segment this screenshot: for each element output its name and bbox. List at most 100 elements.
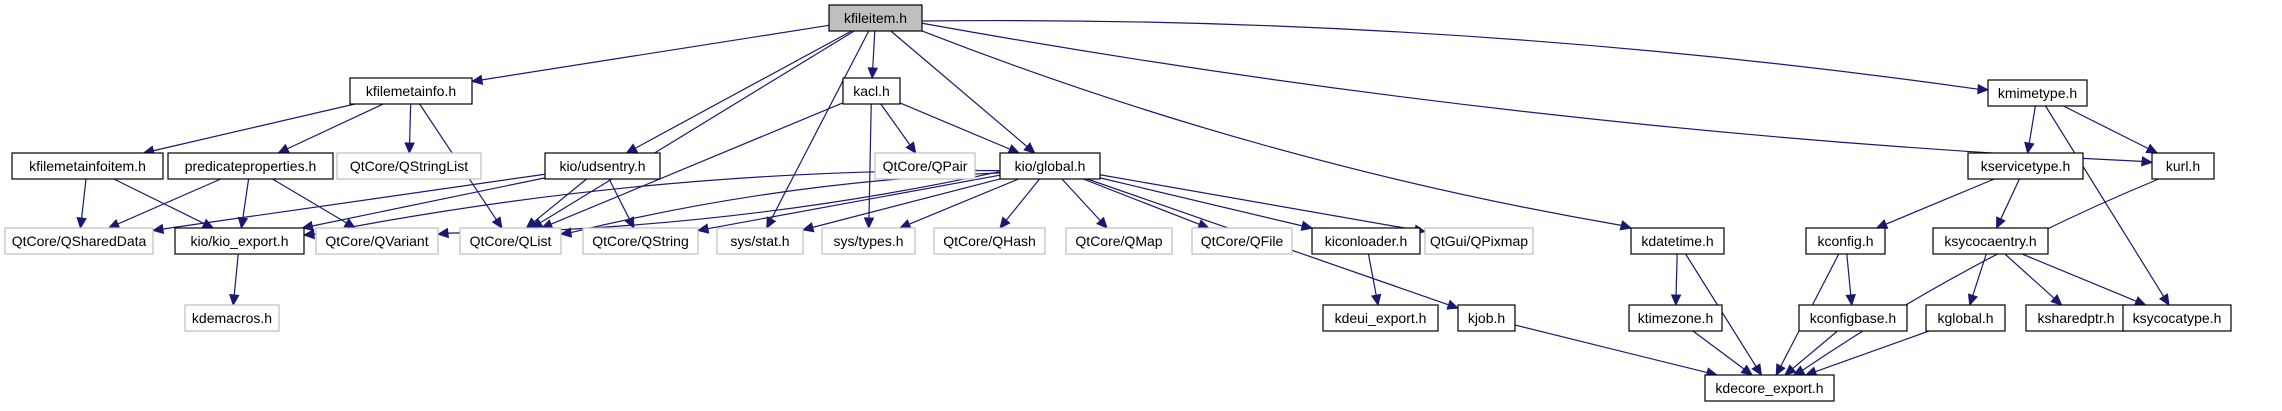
node-ktimezone[interactable]: ktimezone.h	[1628, 304, 1723, 332]
arrowhead-kmimetype-to-ksycocatype	[2158, 293, 2170, 307]
node-box-kacl	[842, 77, 901, 105]
arrowhead-kfileitem-to-kdatetime	[1619, 220, 1633, 231]
arrowhead-kfilemetainfo-to-qstringlist	[404, 142, 415, 155]
edge-kfilemetainfo-to-qstringlist	[409, 103, 412, 144]
node-kconfigbase[interactable]: kconfigbase.h	[1798, 304, 1908, 332]
node-udsentry[interactable]: kio/udsentry.h	[544, 152, 661, 180]
arrowhead-kfileitem-to-kacl	[867, 67, 879, 80]
edge-kacl-to-qpair	[880, 103, 911, 146]
node-kdemacros: kdemacros.h	[184, 304, 280, 332]
node-kdecoreexport[interactable]: kdecore_export.h	[1704, 374, 1835, 402]
node-box-ksharedptr	[2025, 304, 2127, 332]
node-box-ksycocaentry	[1932, 227, 2049, 255]
node-label-kfilemetainfoitem: kfilemetainfoitem.h	[29, 158, 146, 174]
arrowhead-global-to-kjob	[1446, 299, 1460, 310]
arrowhead-kfileitem-to-global	[1023, 142, 1036, 154]
node-label-kconfig: kconfig.h	[1817, 233, 1873, 249]
arrowhead-kconfig-to-kdecoreexport	[1775, 363, 1786, 377]
node-kconfig[interactable]: kconfig.h	[1805, 227, 1886, 255]
node-kurl[interactable]: kurl.h	[2151, 152, 2215, 180]
node-box-kdemacros	[184, 304, 280, 332]
node-kfilemetainfo[interactable]: kfilemetainfo.h	[349, 77, 473, 105]
node-box-kurl	[2151, 152, 2215, 180]
edge-kservicetype-to-ksycocaentry	[2000, 178, 2020, 220]
arrowhead-kiconloader-to-kdeuiexport	[1370, 293, 1382, 307]
arrowhead-kmimetype-to-kservicetype	[2024, 141, 2035, 155]
node-kdatetime[interactable]: kdatetime.h	[1630, 227, 1725, 255]
node-label-qhash: QtCore/QHash	[943, 233, 1036, 249]
node-kjob[interactable]: kjob.h	[1457, 304, 1516, 332]
node-qhash: QtCore/QHash	[933, 227, 1046, 255]
arrowhead-udsentry-to-kioexport	[301, 220, 314, 232]
node-predicateproperties[interactable]: predicateproperties.h	[167, 152, 334, 180]
node-label-ksharedptr: ksharedptr.h	[2037, 310, 2114, 326]
arrowhead-kacl-to-global	[1007, 144, 1021, 154]
node-label-kioexport: kio/kio_export.h	[190, 233, 288, 249]
edge-kfileitem-to-qlist	[539, 30, 855, 224]
node-box-kfilemetainfo	[349, 77, 473, 105]
node-label-kdatetime: kdatetime.h	[1641, 233, 1713, 249]
arrowhead-udsentry-to-qlist	[525, 217, 538, 229]
edge-ksycocaentry-to-ksharedptr	[2004, 253, 2055, 299]
node-label-kdeuiexport: kdeui_export.h	[1335, 310, 1427, 326]
node-kiconloader[interactable]: kiconloader.h	[1311, 227, 1421, 255]
node-kioexport[interactable]: kio/kio_export.h	[174, 227, 305, 255]
arrowhead-kdatetime-to-ktimezone	[1670, 294, 1682, 307]
node-global[interactable]: kio/global.h	[999, 152, 1101, 180]
edge-udsentry-to-qstring	[608, 178, 630, 220]
node-box-kfileitem	[828, 4, 923, 32]
node-label-kmimetype: kmimetype.h	[1998, 85, 2077, 101]
node-kfilemetainfoitem[interactable]: kfilemetainfoitem.h	[11, 152, 164, 180]
node-box-kdecoreexport	[1704, 374, 1835, 402]
edge-kfilemetainfoitem-to-kioexport	[113, 178, 205, 225]
node-label-sysstat: sys/stat.h	[730, 233, 789, 249]
node-qstring: QtCore/QString	[582, 227, 699, 255]
arrowhead-global-to-qfile	[1197, 219, 1210, 230]
node-ksharedptr[interactable]: ksharedptr.h	[2025, 304, 2127, 332]
node-box-kiconloader	[1311, 227, 1421, 255]
node-kglobal[interactable]: kglobal.h	[1925, 304, 2006, 332]
node-box-qstringlist	[336, 152, 482, 180]
node-label-kurl: kurl.h	[2166, 158, 2200, 174]
node-qstringlist: QtCore/QStringList	[336, 152, 482, 180]
edge-global-to-sysstat	[812, 178, 1001, 228]
node-kdeuiexport[interactable]: kdeui_export.h	[1322, 304, 1439, 332]
edge-global-to-qfile	[1083, 178, 1200, 225]
node-label-udsentry: kio/udsentry.h	[559, 158, 645, 174]
node-label-systypes: sys/types.h	[833, 233, 903, 249]
node-kfileitem[interactable]: kfileitem.h	[828, 4, 923, 32]
node-label-kservicetype: kservicetype.h	[1981, 158, 2070, 174]
edge-ksycocaentry-to-ksycocatype	[2021, 253, 2137, 302]
arrowhead-kfilemetainfoitem-to-kioexport	[201, 218, 215, 229]
edge-kjob-to-kdecoreexport	[1514, 324, 1708, 374]
node-label-kglobal: kglobal.h	[1937, 310, 1993, 326]
node-label-kconfigbase: kconfigbase.h	[1810, 310, 1896, 326]
edge-predicateproperties-to-qvariant	[272, 178, 347, 224]
node-box-qshareddata	[4, 227, 154, 255]
edge-kacl-to-qlist	[550, 102, 844, 225]
edge-udsentry-to-qlist	[533, 178, 587, 223]
edge-ktimezone-to-kdecoreexport	[1692, 330, 1745, 370]
arrowhead-kfileitem-to-kurl	[2140, 156, 2154, 167]
node-label-qmap: QtCore/QMap	[1075, 233, 1162, 249]
node-box-kservicetype	[1967, 152, 2084, 180]
arrowhead-global-to-qvariant	[436, 227, 450, 239]
edge-kfileitem-to-kurl	[921, 22, 2143, 162]
edge-kmimetype-to-ksycocatype	[2045, 105, 2165, 297]
edge-kfilemetainfo-to-kfilemetainfoitem	[153, 103, 356, 152]
arrowhead-kmimetype-to-kurl	[2145, 143, 2159, 154]
node-kservicetype[interactable]: kservicetype.h	[1967, 152, 2084, 180]
node-ksycocatype[interactable]: ksycocatype.h	[2122, 304, 2232, 332]
node-label-predicateproperties: predicateproperties.h	[185, 158, 317, 174]
edge-kurl-to-kdecoreexport	[1802, 178, 2160, 371]
edge-udsentry-to-kioexport	[312, 177, 546, 227]
edge-kfileitem-to-global	[890, 30, 1028, 147]
node-ksycocaentry[interactable]: ksycocaentry.h	[1932, 227, 2049, 255]
arrowhead-global-to-qstring	[696, 223, 710, 234]
node-box-kconfig	[1805, 227, 1886, 255]
node-label-kfileitem: kfileitem.h	[844, 10, 907, 26]
node-kacl[interactable]: kacl.h	[842, 77, 901, 105]
node-kmimetype[interactable]: kmimetype.h	[1987, 79, 2088, 107]
edge-predicateproperties-to-kioexport	[242, 178, 250, 219]
